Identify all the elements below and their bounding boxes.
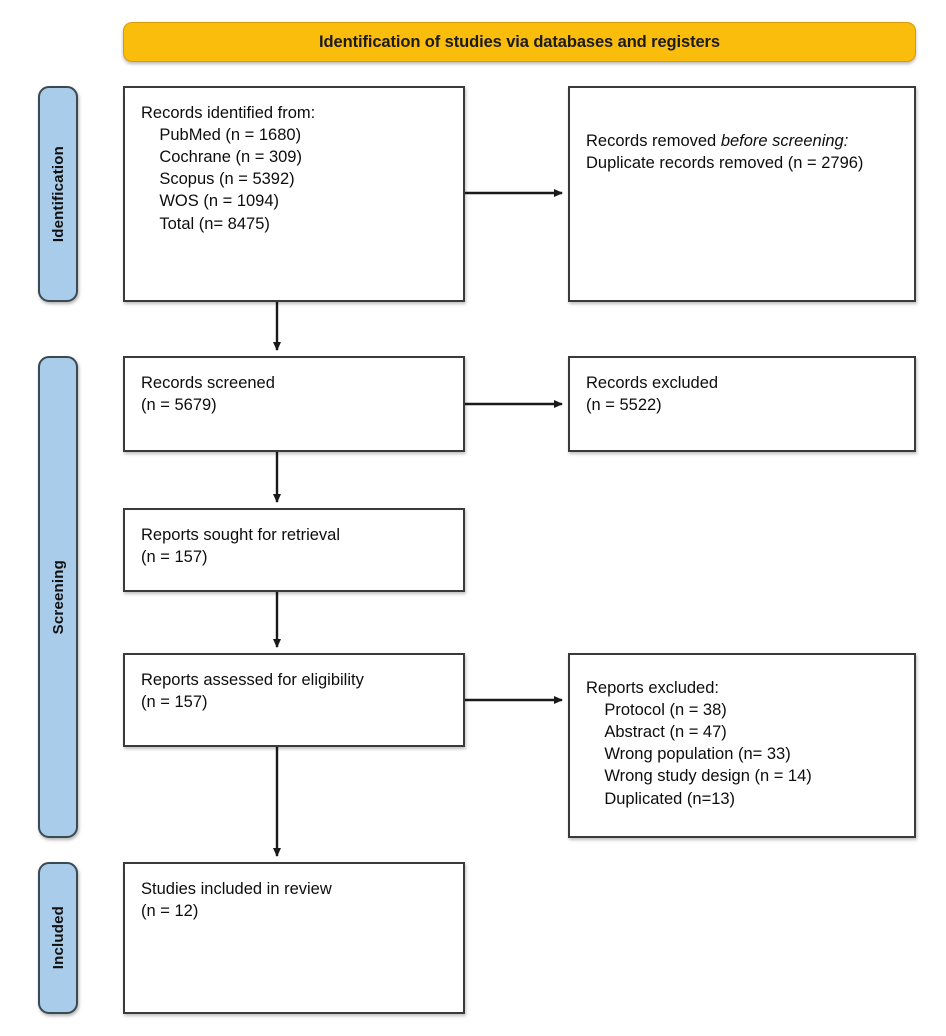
box-reports-sought: Reports sought for retrieval (n = 157) — [123, 508, 465, 592]
banner-title: Identification of studies via databases … — [319, 32, 720, 51]
box-records-removed-text: Records removed before screening: Duplic… — [586, 130, 898, 174]
box-reports-sought-text: Reports sought for retrieval (n = 157) — [141, 526, 341, 567]
phase-sidebar-screening: Screening — [38, 356, 78, 838]
box-reports-excluded: Reports excluded: Protocol (n = 38) Abst… — [568, 653, 916, 838]
box-records-screened-text: Records screened (n = 5679) — [141, 374, 275, 415]
box-records-removed: Records removed before screening: Duplic… — [568, 86, 916, 302]
box-reports-assessed-text: Reports assessed for eligibility (n = 15… — [141, 671, 364, 712]
box-records-identified-text: Records identified from: PubMed (n = 168… — [141, 104, 316, 233]
box-studies-included: Studies included in review (n = 12) — [123, 862, 465, 1014]
box-reports-assessed: Reports assessed for eligibility (n = 15… — [123, 653, 465, 747]
box-records-excluded: Records excluded (n = 5522) — [568, 356, 916, 452]
removed-italic-phrase: before screening: — [720, 132, 849, 150]
phase-sidebar-included: Included — [38, 862, 78, 1014]
removed-line-2: Duplicate records removed (n = 2796) — [586, 154, 864, 173]
phase-label-identification: Identification — [49, 145, 67, 243]
phase-sidebar-identification: Identification — [38, 86, 78, 302]
identification-banner: Identification of studies via databases … — [123, 22, 916, 62]
box-records-excluded-text: Records excluded (n = 5522) — [586, 374, 719, 415]
phase-label-included: Included — [49, 906, 67, 970]
box-records-identified: Records identified from: PubMed (n = 168… — [123, 86, 465, 302]
removed-line-1: Records removed — [586, 132, 721, 150]
phase-label-screening: Screening — [49, 559, 67, 635]
box-records-screened: Records screened (n = 5679) — [123, 356, 465, 452]
box-studies-included-text: Studies included in review (n = 12) — [141, 880, 332, 921]
box-reports-excluded-text: Reports excluded: Protocol (n = 38) Abst… — [586, 679, 812, 808]
